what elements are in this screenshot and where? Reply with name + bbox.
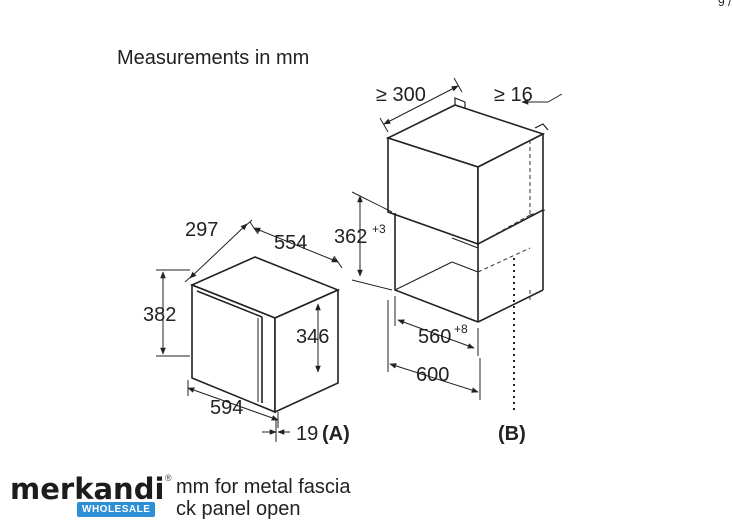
cabinet-drawing — [385, 97, 549, 323]
installation-diagram: 9 / Measurements in mm — [117, 0, 732, 445]
label-ref-a: (A) — [322, 423, 350, 445]
label-niche-width-560: 560 — [418, 326, 451, 348]
diagram-title: Measurements in mm — [117, 47, 309, 69]
wholesale-badge: WHOLESALE — [77, 502, 156, 517]
label-niche-height-tolerance: +3 — [372, 222, 386, 236]
label-cabinet-width-600: 600 — [416, 364, 449, 386]
trademark-symbol: ® — [165, 473, 172, 483]
label-depth-297: 297 — [185, 219, 218, 241]
label-niche-height-362: 362 — [334, 226, 367, 248]
page-marker: 9 / — [718, 0, 732, 9]
label-niche-width-tolerance: +8 — [454, 322, 468, 336]
label-height-382: 382 — [143, 304, 176, 326]
merkandi-logo: merkandi — [10, 472, 165, 506]
cabinet-hidden-lines — [477, 140, 546, 300]
label-depth-min-300: ≥ 300 — [376, 84, 426, 106]
label-height-346: 346 — [296, 326, 329, 348]
label-fascia-19: 19 — [296, 423, 318, 445]
label-gap-min-16: ≥ 16 — [494, 84, 533, 106]
label-width-554: 554 — [274, 232, 307, 254]
label-width-594: 594 — [210, 397, 243, 419]
footnote-line-1: mm for metal fascia — [176, 476, 351, 498]
cabinet-dimension-lines — [351, 77, 563, 400]
footer-watermark: merkandi ® WHOLESALE mm for metal fascia… — [0, 470, 733, 526]
appliance-dimension-lines — [156, 219, 343, 442]
label-ref-b: (B) — [498, 423, 526, 445]
footnote-line-2: ck panel open — [176, 498, 301, 520]
